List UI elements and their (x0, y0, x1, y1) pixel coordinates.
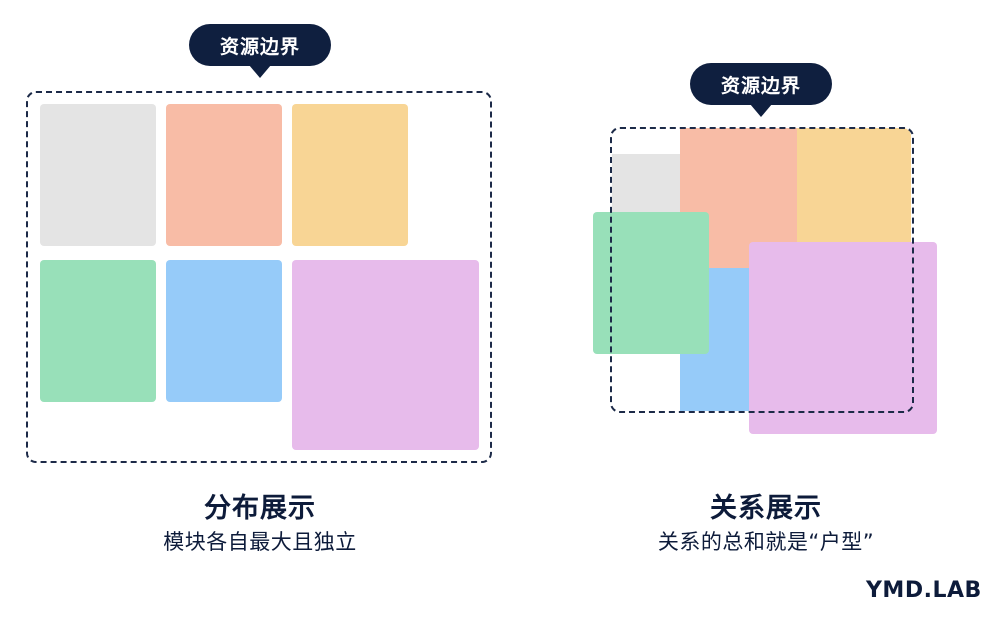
right-subtitle: 关系的总和就是“户型” (657, 530, 875, 554)
left-title: 分布展示 (204, 493, 316, 524)
right-boundary-label: 资源边界 (690, 63, 832, 105)
right-title: 关系展示 (710, 493, 822, 524)
left-block-yellow (292, 104, 408, 246)
right-block-green (593, 212, 709, 354)
left-block-gray (40, 104, 156, 246)
left-block-blue (166, 260, 282, 402)
right-block-purple (749, 242, 937, 434)
left-block-purple (292, 260, 479, 450)
left-boundary-label-pointer (249, 65, 271, 78)
right-resource-boundary (610, 127, 914, 413)
left-block-green (40, 260, 156, 402)
left-resource-boundary (26, 91, 492, 463)
left-boundary-label: 资源边界 (189, 24, 331, 66)
brand-logo-text: YMD.LAB (866, 578, 982, 603)
right-boundary-label-pointer (750, 104, 772, 117)
left-block-salmon (166, 104, 282, 246)
left-subtitle: 模块各自最大且独立 (163, 530, 357, 554)
